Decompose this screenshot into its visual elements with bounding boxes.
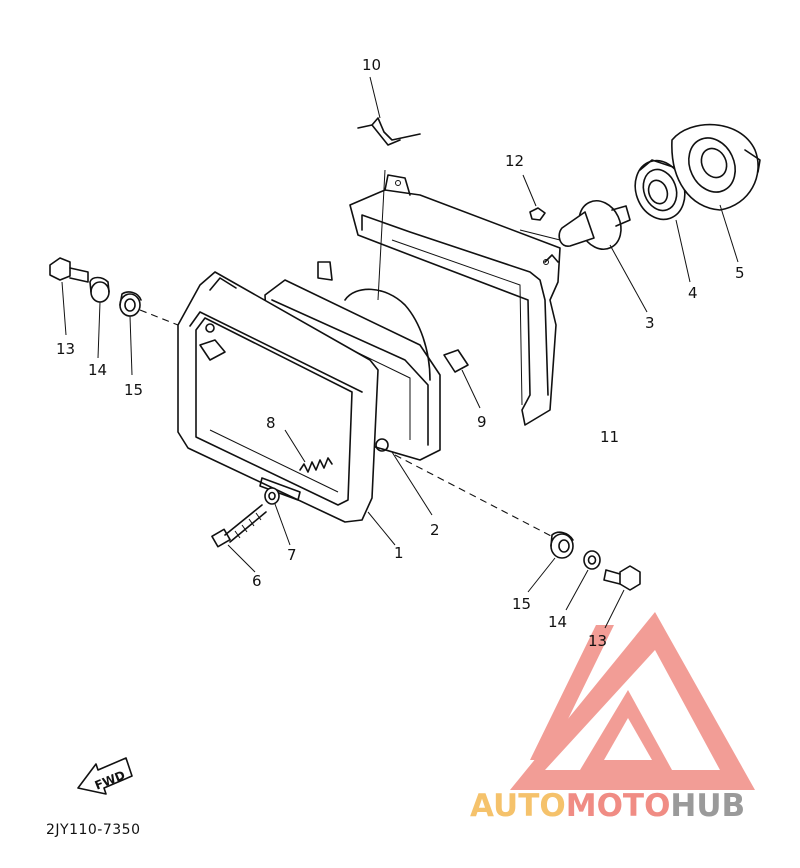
rubber-boot [671, 123, 761, 263]
watermark-text: AUTOMOTOHUB [470, 788, 745, 824]
label-part-8: 8 [266, 414, 276, 432]
diagram-code: 2JY110-7350 [46, 822, 141, 838]
label-part-6: 6 [252, 572, 262, 590]
watermark-inner-cut [604, 718, 652, 760]
label-part-10: 10 [362, 56, 381, 74]
bulb [519, 200, 648, 313]
label-part-1: 1 [394, 544, 404, 562]
washer-7 [264, 487, 291, 546]
label-part-5: 5 [735, 264, 745, 282]
adjusting-screw [211, 504, 267, 573]
collar-14-left [89, 276, 110, 359]
grommet-15-left [119, 291, 142, 376]
watermark-left-wing [530, 625, 614, 760]
watermark-hub: HUB [670, 788, 745, 824]
label-part-3: 3 [645, 314, 655, 332]
small-screw [522, 174, 546, 221]
watermark-moto: MOTO [566, 788, 671, 824]
label-part-9: 9 [477, 413, 487, 431]
bolt-13-left [49, 257, 89, 336]
label-part-15-right: 15 [512, 595, 531, 613]
label-part-13-left: 13 [56, 340, 75, 358]
label-part-11: 11 [600, 428, 619, 446]
housing-cover [349, 174, 561, 426]
mount-axis-line [394, 454, 556, 539]
label-part-13-right: 13 [588, 632, 607, 650]
grommet-15-right [527, 531, 574, 593]
watermark-auto: AUTO [470, 788, 566, 824]
mount-axis-line-left [139, 309, 179, 326]
collar-14-right [565, 550, 601, 611]
bolt-13-right [603, 565, 641, 629]
adjuster-spring [284, 429, 333, 473]
label-part-12: 12 [505, 152, 524, 170]
label-part-15-left: 15 [124, 381, 143, 399]
label-part-14-right: 14 [548, 613, 567, 631]
label-part-7: 7 [287, 546, 297, 564]
label-part-14-left: 14 [88, 361, 107, 379]
label-part-2: 2 [430, 521, 440, 539]
clip-nut [443, 349, 481, 409]
fwd-arrow-icon: FWD [77, 757, 133, 795]
label-part-4: 4 [688, 284, 698, 302]
bulb-socket [634, 159, 691, 283]
headlight-rim [177, 271, 396, 546]
watermark-logo [510, 612, 755, 790]
wire-clip [357, 76, 421, 301]
part-labels: 10 12 3 4 5 13 14 15 8 9 11 2 1 7 6 15 1… [56, 56, 745, 650]
